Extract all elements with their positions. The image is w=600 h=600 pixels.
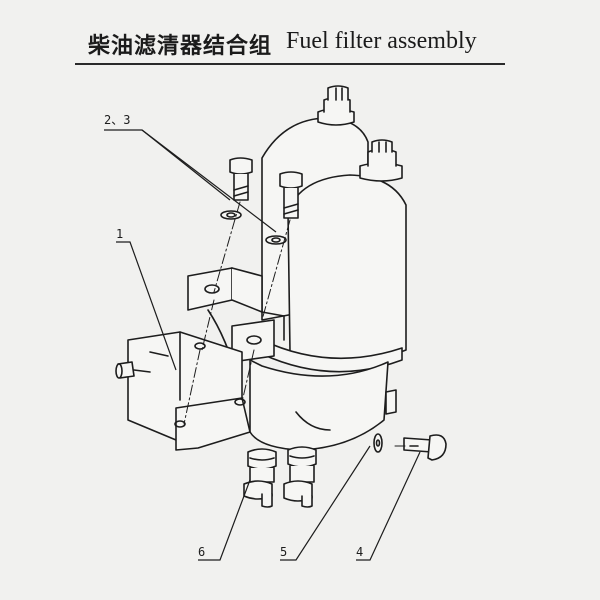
filter-head bbox=[249, 339, 403, 451]
leader-4 bbox=[356, 451, 421, 561]
mounting-bracket bbox=[127, 331, 251, 451]
fitting-right bbox=[283, 446, 317, 508]
leader-lines bbox=[104, 129, 421, 561]
bolt-right bbox=[265, 171, 303, 245]
front-top-nut bbox=[359, 139, 403, 182]
title-underline bbox=[75, 63, 505, 65]
title-chinese: 柴油滤清器结合组 bbox=[88, 34, 273, 59]
leader-5 bbox=[280, 445, 371, 561]
leader-1 bbox=[116, 241, 177, 371]
callout-4: 4 bbox=[356, 545, 363, 559]
rear-top-nut bbox=[317, 85, 355, 126]
callout-5: 5 bbox=[280, 545, 287, 559]
leader-2-3 bbox=[104, 129, 231, 201]
washer-5 bbox=[373, 433, 383, 453]
upper-bracket bbox=[187, 267, 285, 389]
bolt-4 bbox=[403, 434, 447, 461]
bolt-left bbox=[220, 157, 253, 220]
leader-2-3-b bbox=[141, 129, 277, 233]
leader-6 bbox=[198, 479, 251, 561]
front-filter-canister bbox=[287, 174, 407, 363]
locating-pin bbox=[115, 361, 151, 379]
callout-6: 6 bbox=[198, 545, 205, 559]
callout-1: 1 bbox=[116, 227, 123, 241]
centre-lines bbox=[183, 201, 406, 447]
title-english: Fuel filter assembly bbox=[286, 28, 477, 54]
fitting-left bbox=[243, 448, 277, 508]
callout-2-3: 2、3 bbox=[104, 113, 130, 127]
